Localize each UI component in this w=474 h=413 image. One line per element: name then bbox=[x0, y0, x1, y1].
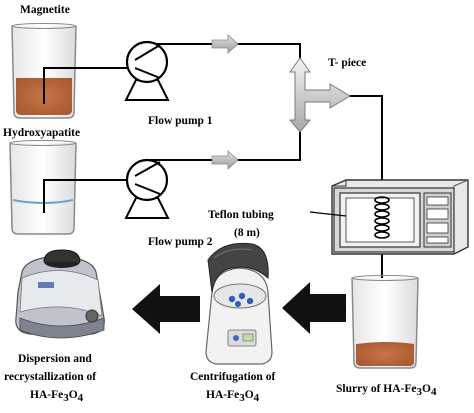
flow-pump-2-icon bbox=[124, 158, 170, 219]
t-piece-label: T- piece bbox=[328, 57, 366, 69]
centrifuge-icon bbox=[205, 242, 273, 365]
teflon-tubing-label-line1: Teflon tubing bbox=[208, 209, 274, 221]
vortex-mixer-icon bbox=[15, 249, 105, 339]
flow-pump-2-label: Flow pump 2 bbox=[148, 236, 213, 248]
teflon-pointer-line bbox=[309, 211, 347, 217]
magnetite-label: Magnetite bbox=[20, 4, 70, 16]
centrifugation-label-line1: Centrifugation of bbox=[190, 371, 275, 383]
microwave-reactor-icon bbox=[331, 179, 469, 255]
slurry-beaker-icon bbox=[351, 275, 419, 369]
slurry-fill bbox=[356, 342, 414, 366]
flow-arrow-bottom-icon bbox=[211, 150, 239, 170]
teflon-tubing-label-line2: (8 m) bbox=[234, 227, 260, 239]
flow-arrow-top-icon bbox=[211, 34, 239, 54]
flow-pump-1-label: Flow pump 1 bbox=[148, 115, 213, 127]
dispersion-label-line2: recrystallization of bbox=[4, 371, 96, 383]
t-piece-icon bbox=[288, 57, 351, 133]
slurry-label: Slurry of HA-Fe3O4 bbox=[336, 383, 437, 398]
dispersion-label-line3: HA-Fe3O4 bbox=[30, 389, 84, 404]
dispersion-label-line1: Dispersion and bbox=[18, 353, 92, 365]
hydroxyapatite-label: Hydroxyapatite bbox=[3, 127, 80, 139]
flow-pump-1-icon bbox=[124, 40, 170, 101]
arrow-to-centrifuge-icon bbox=[282, 282, 346, 334]
centrifugation-label-line2: HA-Fe3O4 bbox=[206, 389, 260, 404]
arrow-to-dispersion-icon bbox=[132, 284, 200, 334]
